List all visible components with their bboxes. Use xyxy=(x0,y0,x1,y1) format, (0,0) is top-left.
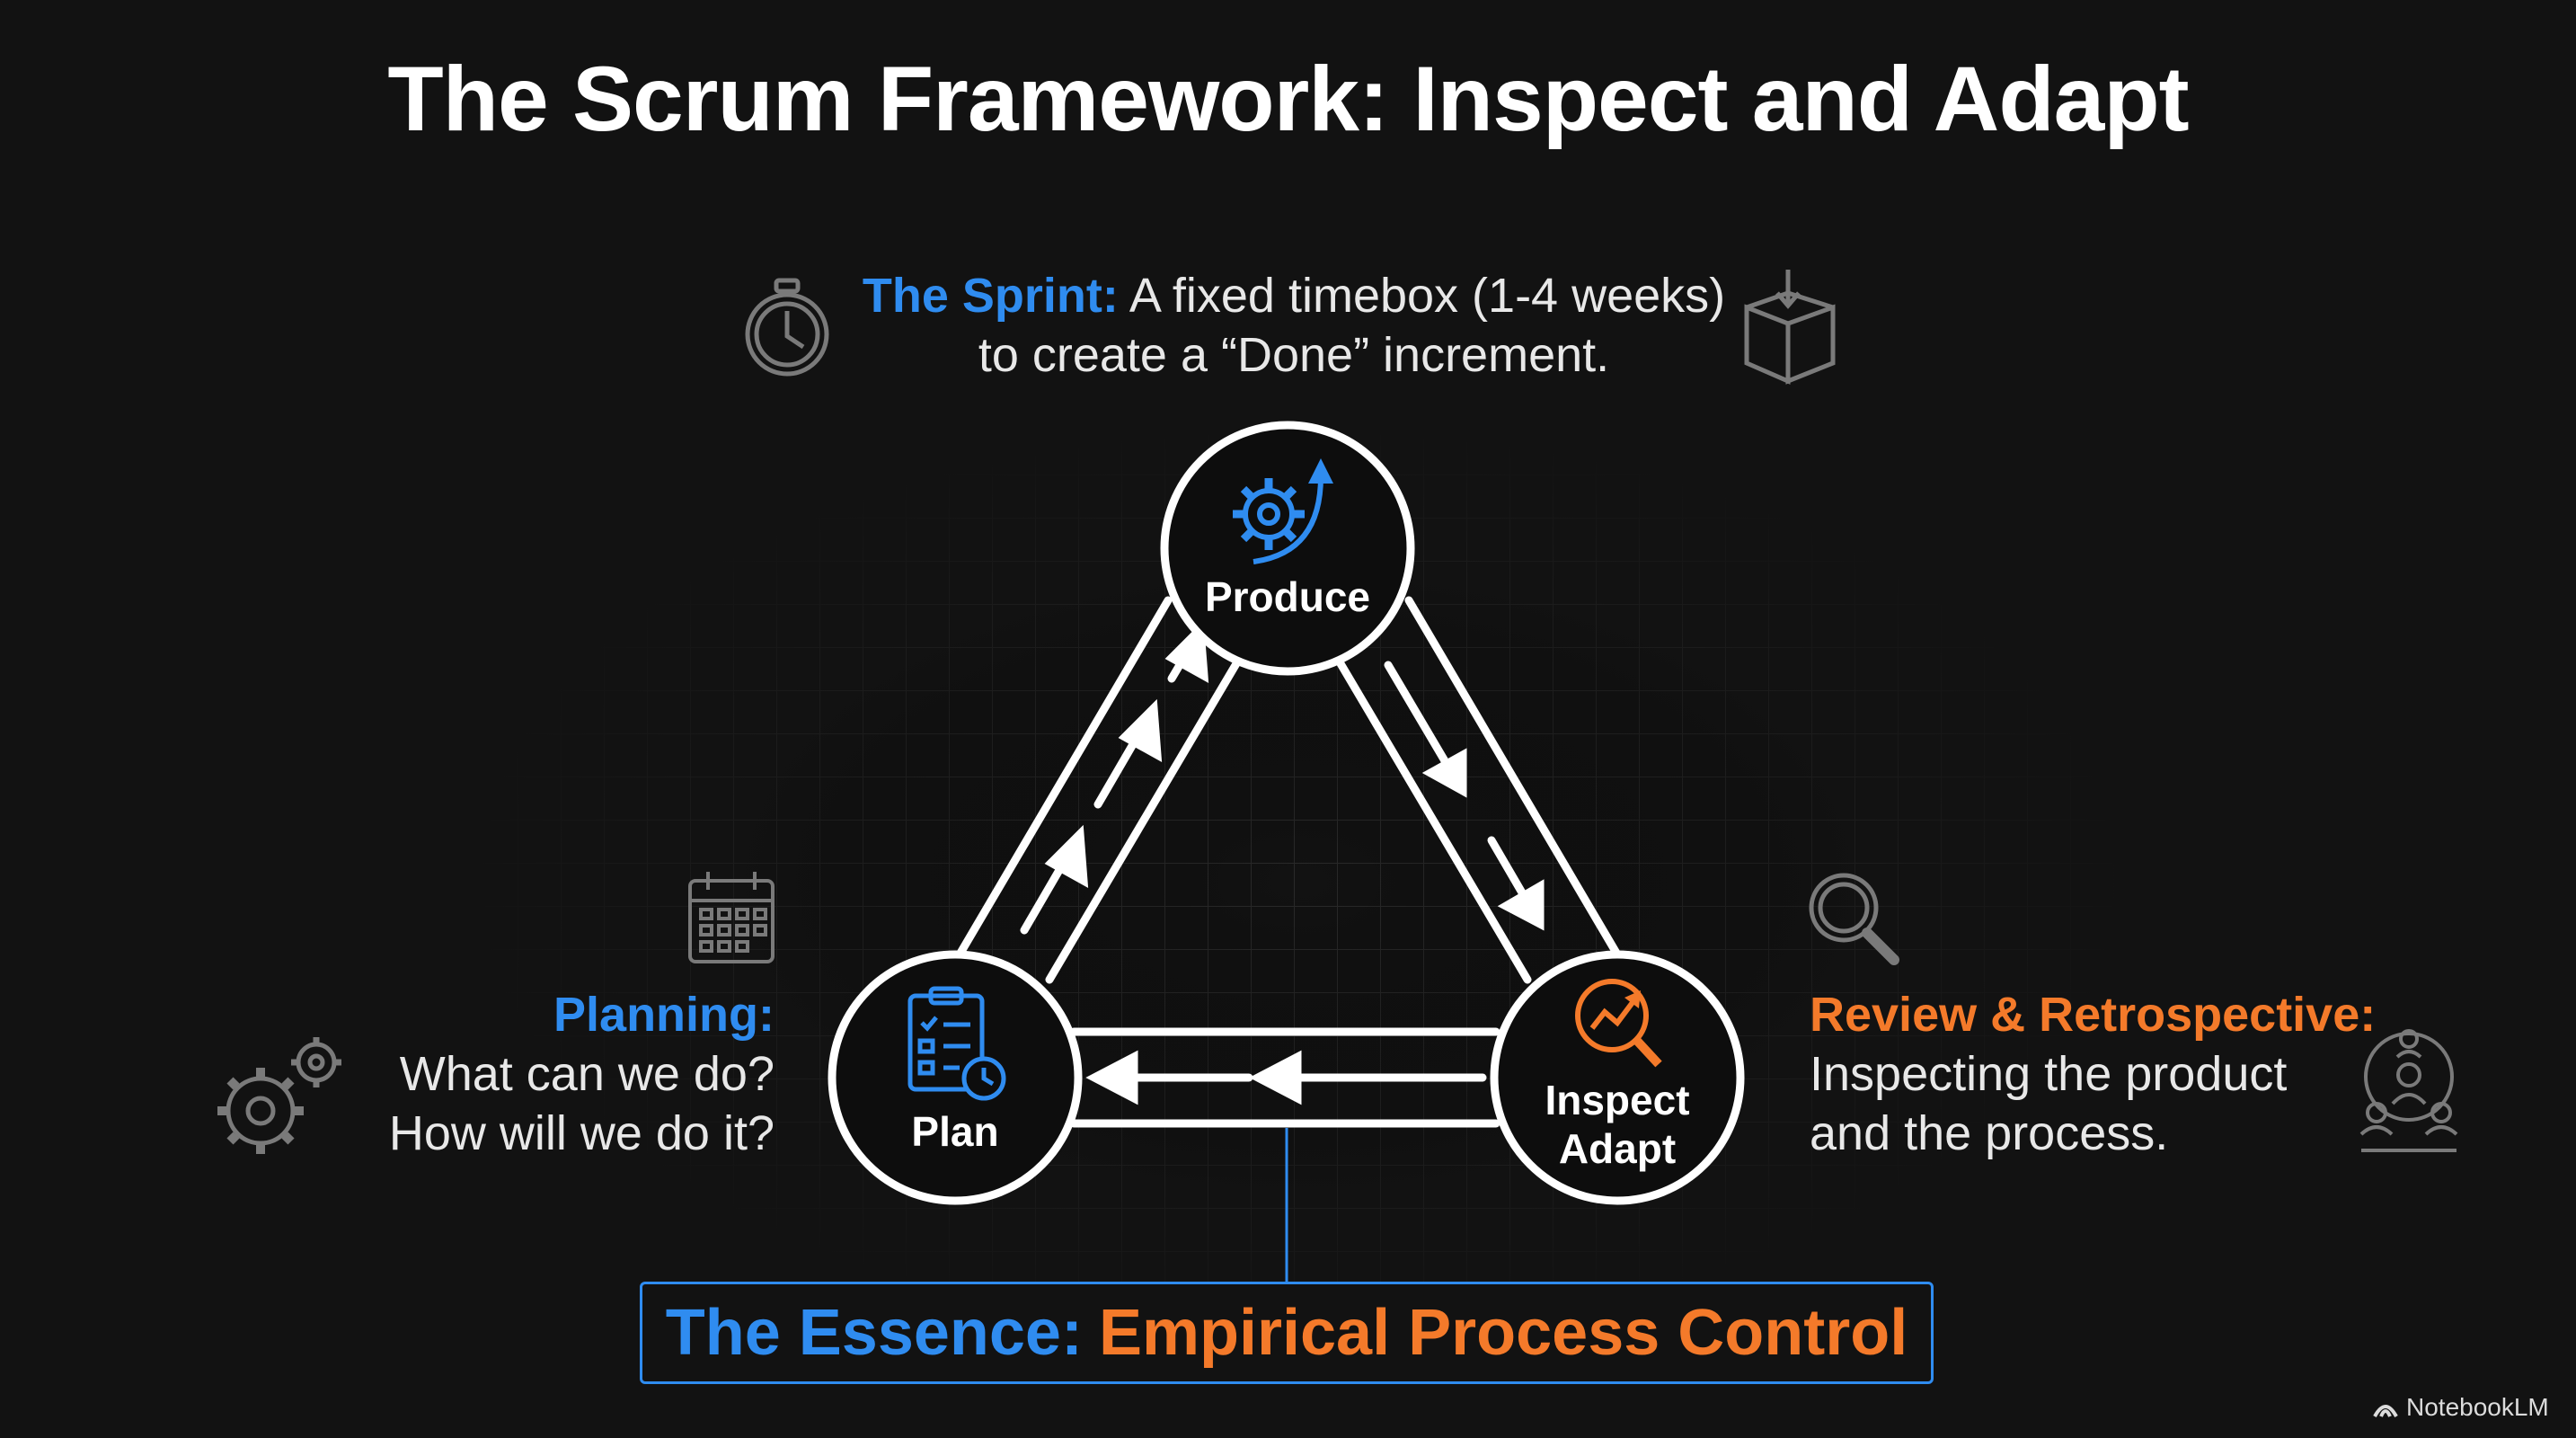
page-title: The Scrum Framework: Inspect and Adapt xyxy=(387,48,2189,150)
gear-arrow-icon xyxy=(1233,458,1333,564)
node-inspect-adapt: Inspect Adapt xyxy=(1490,950,1745,1205)
sprint-label: The Sprint: xyxy=(862,269,1119,323)
node-produce: Produce xyxy=(1160,421,1415,676)
planning-label: Planning: xyxy=(553,988,775,1042)
track-plan-to-produce xyxy=(955,596,1243,984)
node-adapt-label: Adapt xyxy=(1559,1125,1676,1172)
node-plan: Plan xyxy=(828,950,1083,1205)
box-icon xyxy=(1744,270,1836,385)
sprint-text: A fixed timebox (1-4 weeks) to create a … xyxy=(978,269,1726,382)
arrows-produce-to-inspect xyxy=(1384,661,1545,931)
track-inspect-to-plan xyxy=(1069,1027,1500,1128)
planning-line2: How will we do it? xyxy=(388,1106,775,1160)
node-inspect-label: Inspect xyxy=(1545,1077,1689,1123)
clipboard-clock-icon xyxy=(907,986,1006,1101)
review-line1: Inspecting the product xyxy=(1810,1047,2288,1101)
planning-line1: What can we do? xyxy=(399,1047,775,1101)
planning-description: Planning: What can we do? How will we do… xyxy=(270,985,775,1163)
stopwatch-icon xyxy=(745,278,829,377)
arrows-plan-to-produce xyxy=(1020,619,1209,935)
brand-name: NotebookLM xyxy=(2406,1393,2549,1421)
review-label: Review & Retrospective: xyxy=(1810,988,2377,1042)
node-produce-label: Produce xyxy=(1205,573,1370,620)
node-plan-label: Plan xyxy=(911,1108,998,1155)
arrows-inspect-to-plan xyxy=(1085,1050,1487,1105)
notebooklm-logo-icon xyxy=(2373,1405,2398,1418)
essence-box: The Essence: Empirical Process Control xyxy=(640,1282,1934,1384)
calendar-icon xyxy=(688,872,775,963)
search-icon xyxy=(1809,873,1899,965)
magnifier-chart-icon xyxy=(1575,979,1662,1068)
essence-label: The Essence: xyxy=(665,1297,1083,1369)
team-icon xyxy=(2359,1029,2458,1152)
essence-value: Empirical Process Control xyxy=(1098,1297,1908,1369)
review-line2: and the process. xyxy=(1810,1106,2169,1160)
brand-watermark: NotebookLM xyxy=(2372,1393,2549,1422)
review-description: Review & Retrospective: Inspecting the p… xyxy=(1810,985,2439,1163)
sprint-description: The Sprint: A fixed timebox (1-4 weeks) … xyxy=(845,266,1743,385)
track-produce-to-inspect xyxy=(1334,596,1622,984)
gears-icon xyxy=(217,1037,341,1154)
